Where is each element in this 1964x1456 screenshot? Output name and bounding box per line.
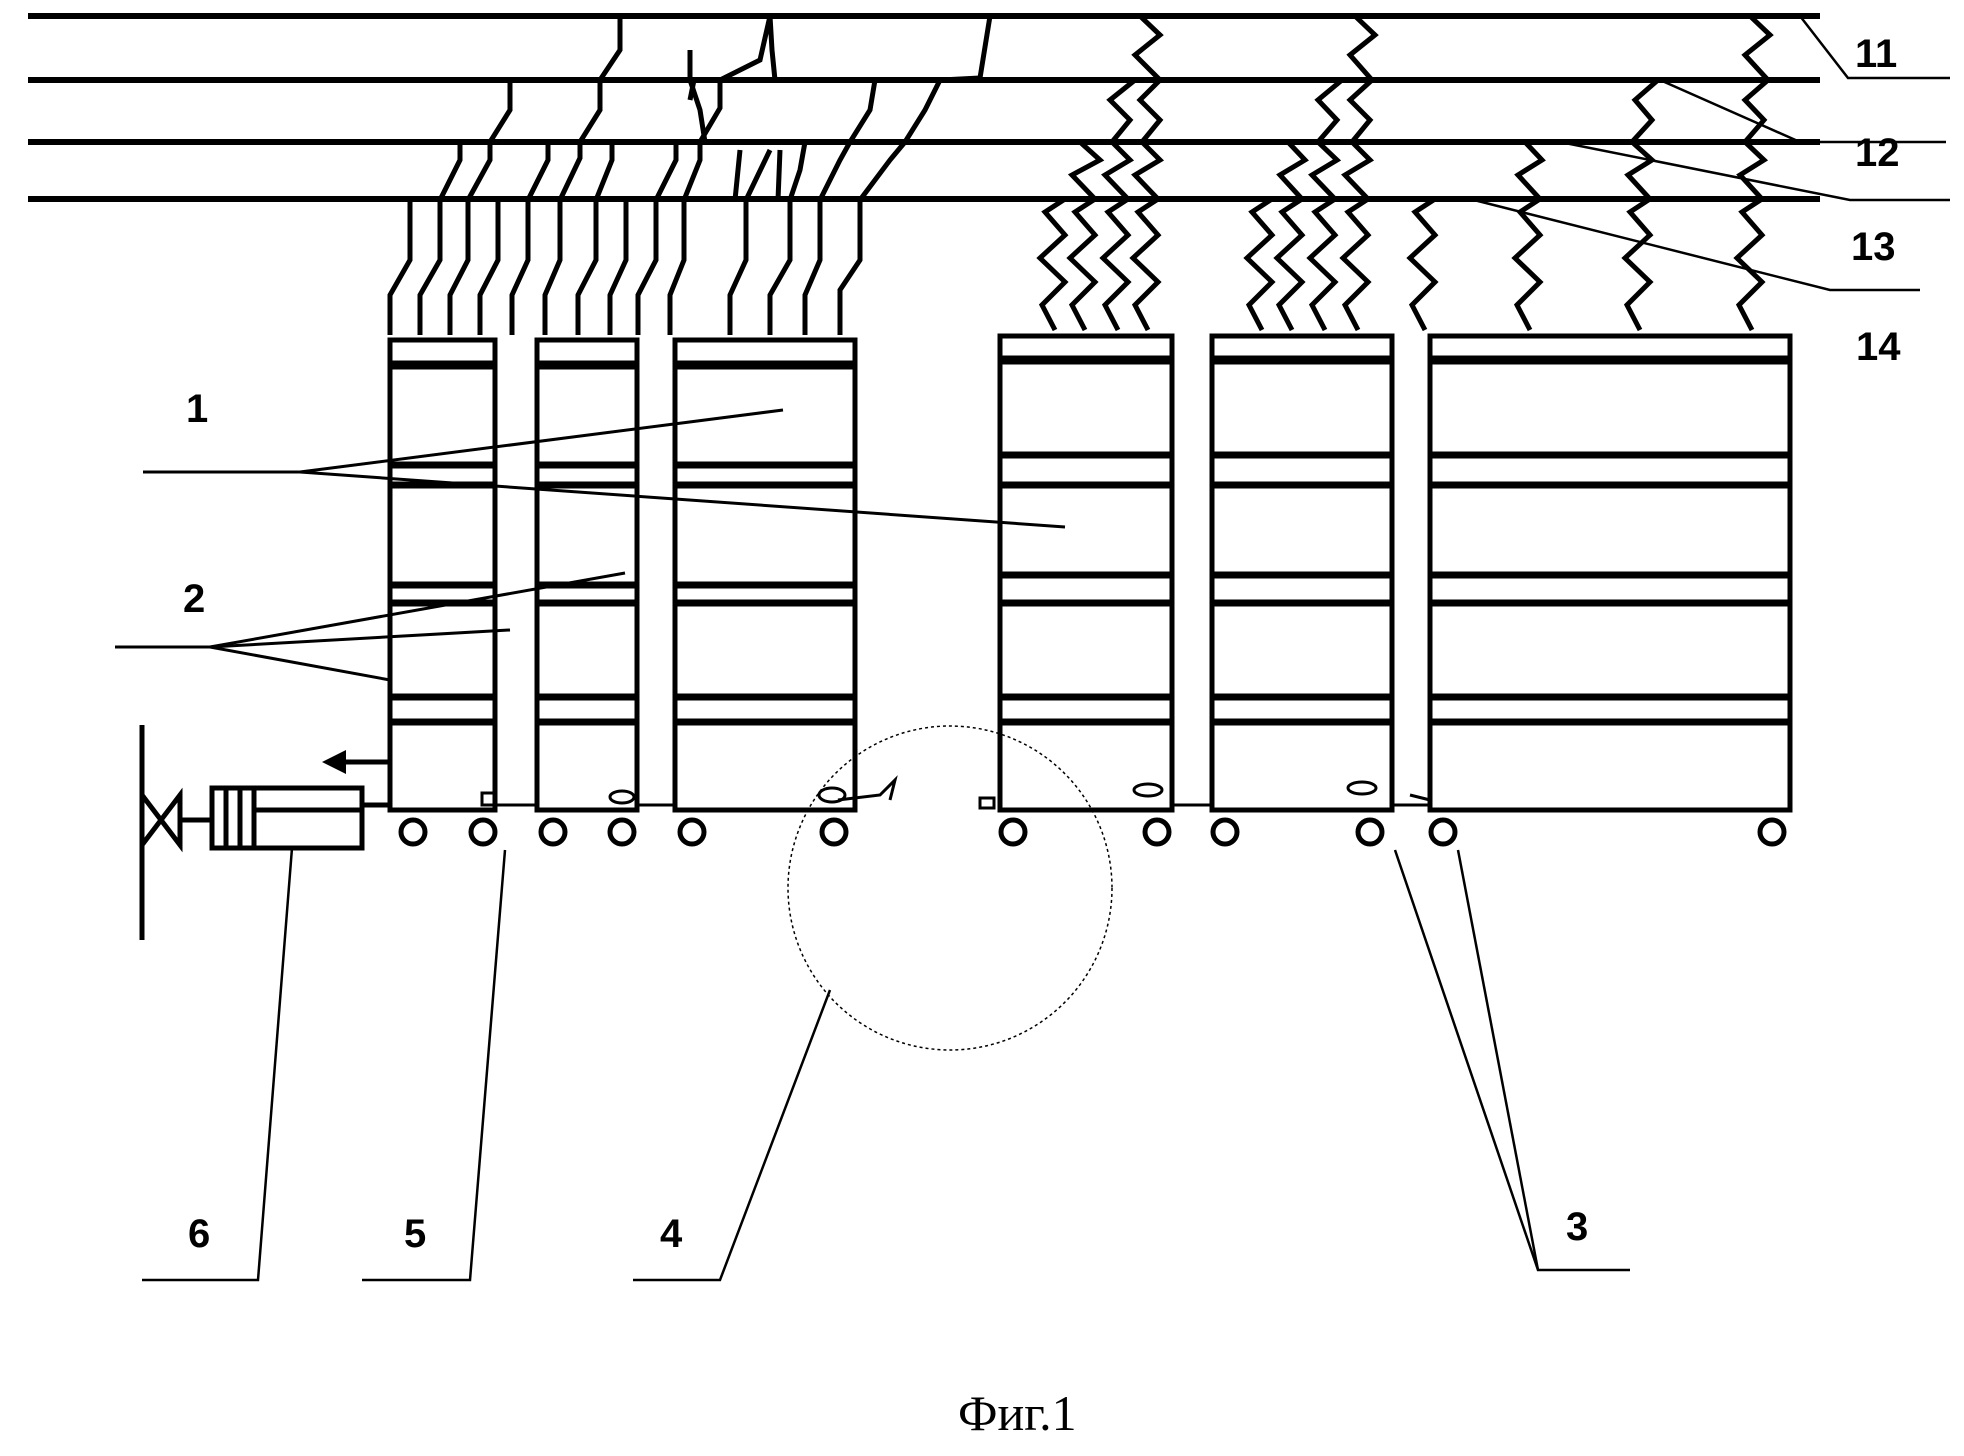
containers	[390, 336, 1790, 810]
container-6	[1430, 336, 1790, 810]
label-2: 2	[183, 577, 205, 621]
container-5	[1212, 336, 1392, 810]
label-11: 11	[1855, 32, 1897, 76]
drive-unit	[142, 725, 390, 940]
leader-12	[1660, 80, 1946, 142]
left-conductors	[390, 16, 990, 335]
couplings	[482, 780, 1430, 808]
container-3	[675, 340, 855, 810]
figure-caption: Фиг.1	[958, 1385, 1077, 1441]
right-conductors	[1040, 16, 1770, 330]
label-14: 14	[1856, 325, 1901, 369]
label-6: 6	[188, 1212, 210, 1256]
bottom-leaders	[142, 848, 1630, 1280]
container-1	[390, 340, 495, 810]
label-5: 5	[404, 1212, 426, 1256]
wheels	[401, 820, 1784, 844]
label-4: 4	[660, 1212, 683, 1256]
direction-arrow-icon	[322, 750, 346, 774]
container-4	[1000, 336, 1172, 810]
label-1: 1	[186, 387, 208, 431]
label-12: 12	[1855, 131, 1900, 175]
label-3: 3	[1566, 1205, 1588, 1249]
label-13: 13	[1851, 225, 1896, 269]
label-leaders-1-2	[115, 410, 1065, 680]
detail-circle	[788, 726, 1112, 1050]
